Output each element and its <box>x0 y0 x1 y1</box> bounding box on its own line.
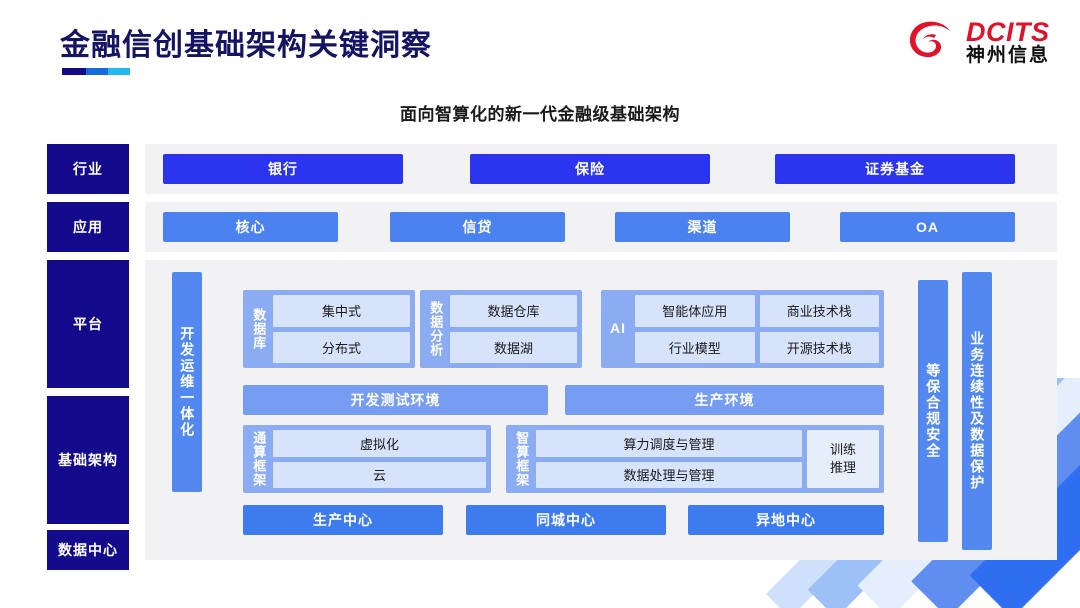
brand-logo: DCITS 神州信息 <box>906 18 1050 66</box>
infra-group-general-compute: 通算框架 虚拟化 云 <box>243 425 491 493</box>
group-label-data-analytics: 数据分析 <box>428 301 444 357</box>
title-accent-bar <box>62 68 130 75</box>
env-bar-production[interactable]: 生产环境 <box>565 385 884 415</box>
application-chip-credit[interactable]: 信贷 <box>390 212 565 242</box>
datacenter-chip-production[interactable]: 生产中心 <box>243 505 443 535</box>
dcits-swirl-icon <box>909 21 950 58</box>
industry-chip-securities-fund[interactable]: 证券基金 <box>775 154 1015 184</box>
group-label-intelligent-compute: 智算框架 <box>514 431 530 487</box>
infra-group-intelligent-compute: 智算框架 算力调度与管理 数据处理与管理 训练 推理 <box>506 425 884 493</box>
vertical-bar-devops[interactable]: 开发运维一体化 <box>172 272 202 492</box>
cell-commercial-tech-stack[interactable]: 商业技术栈 <box>759 295 879 327</box>
env-bar-dev-test[interactable]: 开发测试环境 <box>243 385 548 415</box>
cell-data-processing[interactable]: 数据处理与管理 <box>536 461 802 488</box>
application-chip-core[interactable]: 核心 <box>163 212 338 242</box>
cell-virtualization[interactable]: 虚拟化 <box>273 430 486 457</box>
logo-text-cn: 神州信息 <box>965 45 1050 67</box>
group-label-general-compute: 通算框架 <box>251 431 267 487</box>
row-label-infrastructure: 基础架构 <box>47 396 129 524</box>
cell-cloud[interactable]: 云 <box>273 461 486 488</box>
vertical-bar-business-continuity[interactable]: 业务连续性及数据保护 <box>962 272 992 550</box>
cell-centralized[interactable]: 集中式 <box>273 295 410 327</box>
cell-opensource-tech-stack[interactable]: 开源技术栈 <box>759 331 879 363</box>
cell-train-inference[interactable]: 训练 推理 <box>807 430 879 488</box>
vertical-bar-compliance-security[interactable]: 等保合规安全 <box>918 280 948 542</box>
row-label-industry: 行业 <box>47 144 129 194</box>
platform-group-database: 数据库 集中式 分布式 <box>243 290 415 368</box>
application-chip-oa[interactable]: OA <box>840 212 1015 242</box>
cell-agent-application[interactable]: 智能体应用 <box>635 295 755 327</box>
group-label-database: 数据库 <box>251 308 267 350</box>
inference-label: 推理 <box>829 460 856 475</box>
logo-text-en: DCITS <box>965 17 1050 47</box>
application-panel: 核心 信贷 渠道 OA <box>145 202 1057 252</box>
cell-industry-model[interactable]: 行业模型 <box>635 331 755 363</box>
train-label: 训练 <box>829 441 856 457</box>
group-label-ai: AI <box>610 320 626 337</box>
industry-chip-insurance[interactable]: 保险 <box>470 154 710 184</box>
industry-panel: 银行 保险 证券基金 <box>145 144 1057 194</box>
cell-compute-scheduling[interactable]: 算力调度与管理 <box>536 430 802 457</box>
datacenter-chip-remote[interactable]: 异地中心 <box>688 505 884 535</box>
datacenter-chip-metro[interactable]: 同城中心 <box>466 505 666 535</box>
page-subtitle: 面向智算化的新一代金融级基础架构 <box>400 105 680 124</box>
cell-data-lake[interactable]: 数据湖 <box>450 331 577 363</box>
application-chip-channel[interactable]: 渠道 <box>615 212 790 242</box>
row-label-platform: 平台 <box>47 260 129 388</box>
cell-distributed[interactable]: 分布式 <box>273 331 410 363</box>
industry-chip-bank[interactable]: 银行 <box>163 154 403 184</box>
row-label-datacenter: 数据中心 <box>47 530 129 570</box>
platform-group-data-analytics: 数据分析 数据仓库 数据湖 <box>420 290 582 368</box>
row-label-application: 应用 <box>47 202 129 252</box>
page-title: 金融信创基础架构关键洞察 <box>60 29 432 62</box>
cell-data-warehouse[interactable]: 数据仓库 <box>450 295 577 327</box>
platform-group-ai: AI 智能体应用 商业技术栈 行业模型 开源技术栈 <box>601 290 884 368</box>
